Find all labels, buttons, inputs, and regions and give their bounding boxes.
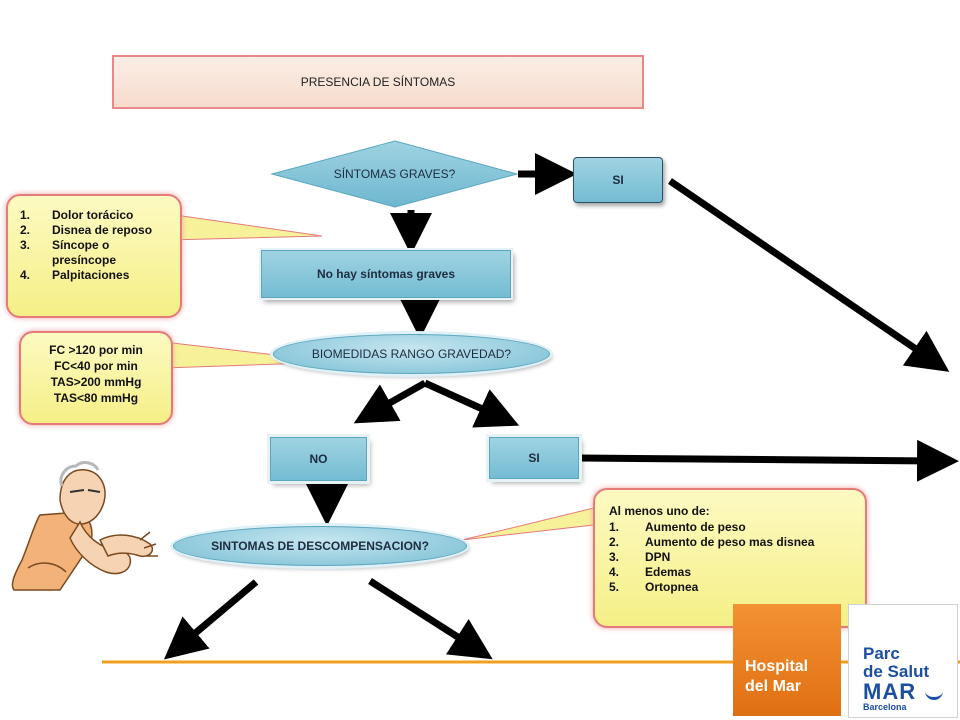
si-mid-label: SI [528,451,540,465]
arrow-desc-right [368,578,493,660]
arrow-si-mid-right [579,439,959,482]
parc-logo-swoosh [925,691,943,700]
callout-sintomas-graves: 1.Dolor torácico 2.Disnea de reposo 3.Sí… [6,194,182,318]
person-chest-pain-clipart [11,461,158,591]
criteria-line: FC >120 por min [49,343,143,357]
callout-biomedidas: FC >120 por min FC<40 por min TAS>200 mm… [19,331,173,425]
list-item: 1.Aumento de peso [609,520,746,534]
callout-pointer-desc [461,505,603,541]
criteria-line: TAS<80 mmHg [53,391,139,405]
list-item: 3.DPN [609,550,671,564]
criteria-line: TAS>200 mmHg [50,375,142,389]
list-item: 4.Edemas [609,565,692,579]
arrow-desc-left [163,579,259,660]
decision-graves-label: SÍNTOMAS GRAVES? [333,167,456,181]
split-left-stem [353,379,427,424]
parc-logo-line1: Parc [863,644,900,663]
list-item: 1.Dolor torácico [20,208,134,222]
hospital-del-mar-logo: Hospital del Mar [733,604,841,716]
si-mid-box: SI [489,437,579,479]
parc-de-salut-mar-logo: Parc de Salut MAR Barcelona [848,604,958,718]
title-text: PRESENCIA DE SÍNTOMAS [300,75,456,89]
list-item: 2.Aumento de peso mas disnea [609,535,815,549]
parc-logo-line2: de Salut [863,662,930,681]
arrow-si-diagonal [668,178,950,372]
desc-heading: Al menos uno de: [609,504,710,518]
si-top-box: SI [573,157,663,203]
biomedidas-criteria: FC >120 por min FC<40 por min TAS>200 mm… [21,342,171,406]
no-graves-label: No hay síntomas graves [316,267,456,281]
hospital-logo-line2: del Mar [745,678,802,695]
si-top-label: SI [612,173,624,187]
biomedidas-label: BIOMEDIDAS RANGO GRAVEDAD? [311,347,512,361]
sintomas-list: 1.Dolor torácico 2.Disnea de reposo 3.Sí… [20,208,170,283]
desc-list: 1.Aumento de peso 2.Aumento de peso mas … [609,520,859,595]
parc-logo-line4: Barcelona [863,702,907,712]
split-right-stem [423,379,520,428]
decision-diamond-graves [270,140,519,208]
descompensacion-ellipse: SINTOMAS DE DESCOMPENSACION? [173,526,467,566]
parc-logo-line3: MAR [863,679,917,704]
biomedidas-ellipse: BIOMEDIDAS RANGO GRAVEDAD? [273,334,550,374]
no-label: NO [309,452,328,466]
list-item: 3.Síncope o presíncope [20,238,117,267]
list-item: 2.Disnea de reposo [20,223,153,237]
no-graves-box: No hay síntomas graves [261,250,511,298]
callout-pointer-sintomas [167,213,323,241]
list-item: 5.Ortopnea [609,580,699,594]
descompensacion-label: SINTOMAS DE DESCOMPENSACION? [211,539,429,553]
title-banner: PRESENCIA DE SÍNTOMAS [112,55,644,109]
no-box: NO [270,437,367,481]
hospital-logo-line1: Hospital [745,658,809,675]
list-item: 4.Palpitaciones [20,268,130,282]
criteria-line: FC<40 por min [54,359,138,373]
